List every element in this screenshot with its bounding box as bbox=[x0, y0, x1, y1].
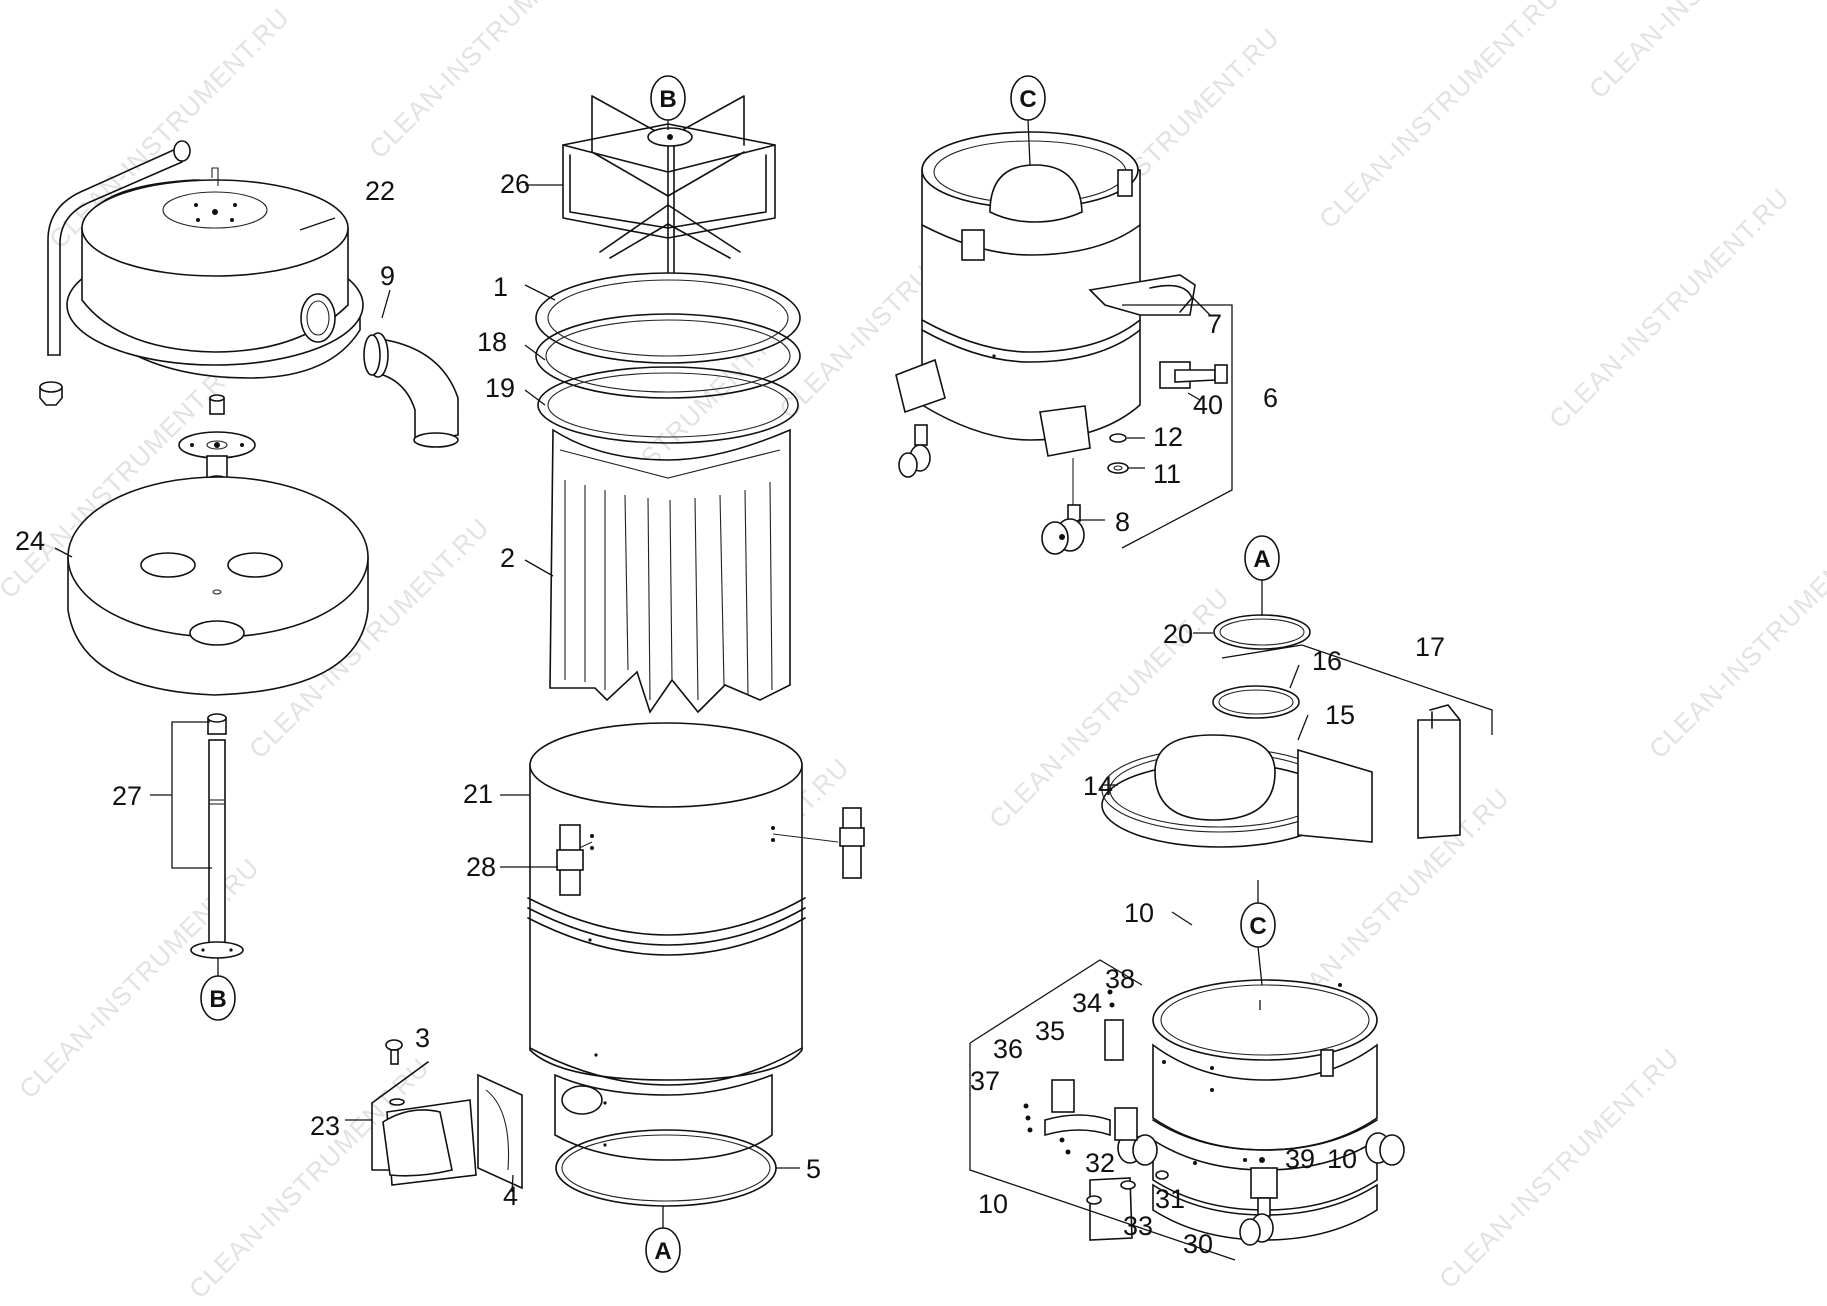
ref-letter: B bbox=[659, 86, 676, 113]
part-number: 30 bbox=[1183, 1229, 1213, 1259]
ref-letter: C bbox=[1019, 86, 1036, 113]
pleated-filter bbox=[549, 428, 791, 714]
part-number: 6 bbox=[1263, 383, 1278, 413]
part-number: 1 bbox=[493, 272, 508, 302]
part-number: 33 bbox=[1123, 1211, 1153, 1241]
leader-lines bbox=[54, 184, 1309, 1193]
part-number: 35 bbox=[1035, 1016, 1065, 1046]
motor-canister bbox=[895, 131, 1228, 478]
mounting-hub bbox=[178, 394, 256, 580]
float-head bbox=[1101, 704, 1461, 848]
part-number: 34 bbox=[1072, 988, 1102, 1018]
part-number: 4 bbox=[503, 1181, 518, 1211]
part-number: 40 bbox=[1193, 390, 1223, 420]
ref-bubble-C-bottom: C bbox=[1240, 902, 1276, 948]
part-number: 17 bbox=[1415, 632, 1445, 662]
exhaust-elbow bbox=[363, 332, 459, 448]
ref-bubble-B-top: B bbox=[650, 75, 686, 121]
threaded-rod bbox=[190, 713, 244, 959]
watermark: CLEAN-INSTRUMENT.RU bbox=[13, 852, 265, 1104]
part-number: 22 bbox=[365, 176, 395, 206]
part-number: 23 bbox=[310, 1111, 340, 1141]
ref-letter: A bbox=[1253, 546, 1270, 573]
ref-bubble-A-top: A bbox=[1244, 535, 1280, 581]
filter-rings bbox=[535, 272, 801, 444]
watermark: CLEAN-INSTRUMENT.RU bbox=[1433, 1042, 1685, 1294]
part-number: 28 bbox=[466, 852, 496, 882]
ring-20 bbox=[1213, 614, 1311, 650]
motor-head-cover bbox=[66, 167, 364, 379]
part-number: 37 bbox=[970, 1066, 1000, 1096]
ref-bubble-C-top: C bbox=[1010, 75, 1046, 121]
part-number: 11 bbox=[1153, 459, 1181, 489]
part-number: 3 bbox=[415, 1023, 430, 1053]
group-bracket-17 bbox=[1221, 644, 1493, 735]
part-number: 9 bbox=[380, 261, 395, 291]
group-bracket-10 bbox=[969, 959, 1236, 1261]
part-number: 7 bbox=[1207, 309, 1222, 339]
base-hardware bbox=[1023, 989, 1278, 1246]
part-number: 18 bbox=[477, 327, 507, 357]
caster-wheel bbox=[1041, 458, 1085, 555]
watermark: CLEAN-INSTRUMENT.RU bbox=[1543, 182, 1795, 434]
watermark: CLEAN-INSTRUMENT.RU bbox=[363, 0, 615, 164]
filter-cage-frame bbox=[562, 95, 776, 296]
part-number: 20 bbox=[1163, 619, 1193, 649]
part-number: 10 bbox=[1327, 1144, 1357, 1174]
part-number: 12 bbox=[1153, 422, 1183, 452]
ref-bubble-A-bottom: A bbox=[645, 1227, 681, 1273]
ring-16 bbox=[1212, 685, 1300, 719]
part-number: 8 bbox=[1115, 507, 1130, 537]
part-number: 2 bbox=[500, 543, 515, 573]
ref-bubble-B-bottom: B bbox=[200, 975, 236, 1021]
suction-hose bbox=[47, 140, 191, 356]
part-number: 24 bbox=[15, 526, 45, 556]
part-number: 16 bbox=[1312, 646, 1342, 676]
part-number: 26 bbox=[500, 169, 530, 199]
part-numbers: 22 9 24 27 26 1 18 19 2 21 28 3 23 4 5 7… bbox=[15, 169, 1445, 1259]
part-number: 19 bbox=[485, 373, 515, 403]
part-number: 31 bbox=[1155, 1184, 1185, 1214]
part-number: 21 bbox=[463, 779, 493, 809]
part-number: 38 bbox=[1105, 964, 1135, 994]
filter-disc bbox=[67, 476, 369, 696]
part-number: 32 bbox=[1085, 1148, 1115, 1178]
part-number: 15 bbox=[1325, 700, 1355, 730]
base-ring-assembly bbox=[1089, 979, 1405, 1241]
part-number: 5 bbox=[806, 1154, 821, 1184]
ref-letter: A bbox=[654, 1238, 671, 1265]
cap-nut bbox=[39, 381, 63, 406]
part-number: 39 bbox=[1285, 1144, 1315, 1174]
ref-letter: C bbox=[1249, 913, 1266, 940]
part-number: 10 bbox=[1124, 898, 1154, 928]
inlet-assembly bbox=[371, 1039, 523, 1190]
watermark: CLEAN-INSTRUMENT.RU bbox=[1643, 512, 1827, 764]
part-number: 10 bbox=[978, 1189, 1008, 1219]
part-number: 27 bbox=[112, 781, 142, 811]
watermark: CLEAN-INSTRUMENT.RU bbox=[1583, 0, 1827, 104]
ref-letter: B bbox=[209, 986, 226, 1013]
watermark: CLEAN-INSTRUMENT.RU bbox=[1313, 0, 1565, 234]
part-number: 14 bbox=[1083, 771, 1113, 801]
part-number: 36 bbox=[993, 1034, 1023, 1064]
group-bracket-6 bbox=[1121, 304, 1233, 549]
